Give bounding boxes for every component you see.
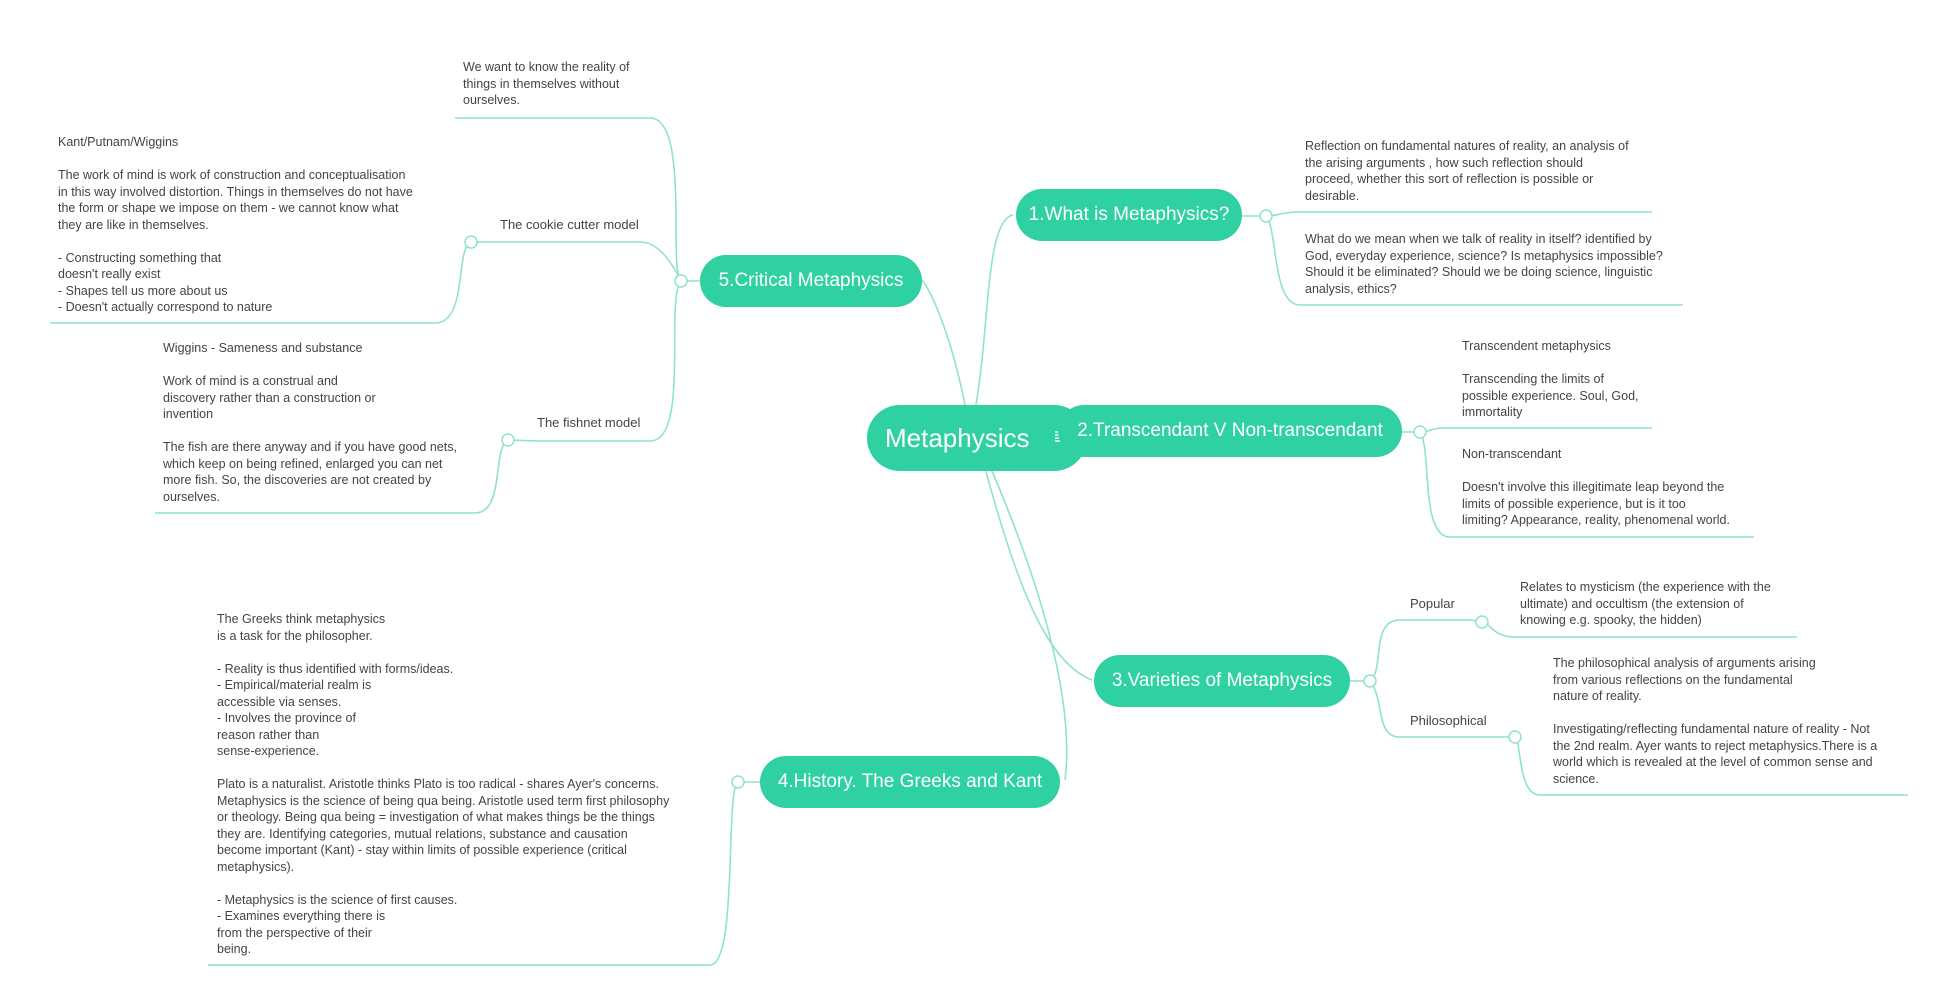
topic-what-is-metaphysics[interactable]: 1.What is Metaphysics? xyxy=(1016,189,1242,241)
topic-label: 4.History. The Greeks and Kant xyxy=(777,771,1043,792)
note-t5-fishnet[interactable]: Wiggins - Sameness and substance Work of… xyxy=(163,341,457,504)
connector-t2-b xyxy=(1419,431,1754,538)
connector-t2-a xyxy=(1419,427,1652,433)
connector-t4-a xyxy=(208,781,739,966)
topic-transcendant[interactable]: 2.Transcendant V Non-transcendant xyxy=(1058,405,1402,457)
note-t5-reality[interactable]: We want to know the reality of things in… xyxy=(463,60,630,107)
collapse-knob-fishnet xyxy=(501,433,515,447)
connector-root-t4 xyxy=(984,454,1068,781)
topic-label: 3.Varieties of Metaphysics xyxy=(1111,670,1333,691)
label-cookie-cutter-model[interactable]: The cookie cutter model xyxy=(500,217,639,232)
collapse-knob-t4 xyxy=(731,775,745,789)
collapse-knob-popular xyxy=(1475,615,1489,629)
topic-history[interactable]: 4.History. The Greeks and Kant xyxy=(760,756,1060,808)
connector-t1-b xyxy=(1265,215,1683,306)
collapse-knob-t1 xyxy=(1259,209,1273,223)
connector-root-t3 xyxy=(979,449,1093,681)
topic-label: 1.What is Metaphysics? xyxy=(1028,204,1230,225)
note-t3-popular[interactable]: Relates to mysticism (the experience wit… xyxy=(1520,580,1771,627)
note-t3-philosophical[interactable]: The philosophical analysis of arguments … xyxy=(1553,656,1878,786)
collapse-knob-cookie xyxy=(464,235,478,249)
connector-t5-fish xyxy=(507,280,682,442)
note-t1-questions[interactable]: What do we mean when we talk of reality … xyxy=(1305,232,1663,296)
note-t1-definition[interactable]: Reflection on fundamental natures of rea… xyxy=(1305,139,1629,203)
connector-t5-a xyxy=(455,117,682,282)
connector-t3-phil xyxy=(1369,680,1515,738)
connector-root-t1 xyxy=(974,214,1014,411)
note-t4-history[interactable]: The Greeks think metaphysics is a task f… xyxy=(217,612,670,956)
connector-t5-fish-text xyxy=(155,439,509,514)
topic-label: 2.Transcendant V Non-transcendant xyxy=(1077,420,1383,441)
connector-root-t5 xyxy=(921,279,966,406)
label-popular[interactable]: Popular xyxy=(1410,596,1455,611)
connector-t3-popular xyxy=(1369,619,1483,682)
root-topic-label: Metaphysics xyxy=(885,423,1030,453)
note-t5-cookie-cutter[interactable]: Kant/Putnam/Wiggins The work of mind is … xyxy=(58,135,413,314)
note-t2-non-transcendant[interactable]: Non-transcendant Doesn't involve this il… xyxy=(1462,447,1730,527)
topic-varieties[interactable]: 3.Varieties of Metaphysics xyxy=(1094,655,1350,707)
connector-t1-a xyxy=(1265,211,1652,217)
root-topic[interactable]: Metaphysics xyxy=(867,405,1087,471)
collapse-knob-t3 xyxy=(1363,674,1377,688)
connector-t5-cookie-text xyxy=(50,241,472,324)
connector-t5-cookie xyxy=(471,241,682,282)
collapse-knob-t5 xyxy=(674,274,688,288)
topic-label: 5.Critical Metaphysics xyxy=(718,270,904,291)
label-philosophical[interactable]: Philosophical xyxy=(1410,713,1487,728)
collapse-knob-t2 xyxy=(1413,425,1427,439)
collapse-knob-philosophical xyxy=(1508,730,1522,744)
note-t2-transcendent[interactable]: Transcendent metaphysics Transcending th… xyxy=(1462,339,1639,419)
topic-critical-metaphysics[interactable]: 5.Critical Metaphysics xyxy=(700,255,922,307)
label-fishnet-model[interactable]: The fishnet model xyxy=(537,415,641,430)
